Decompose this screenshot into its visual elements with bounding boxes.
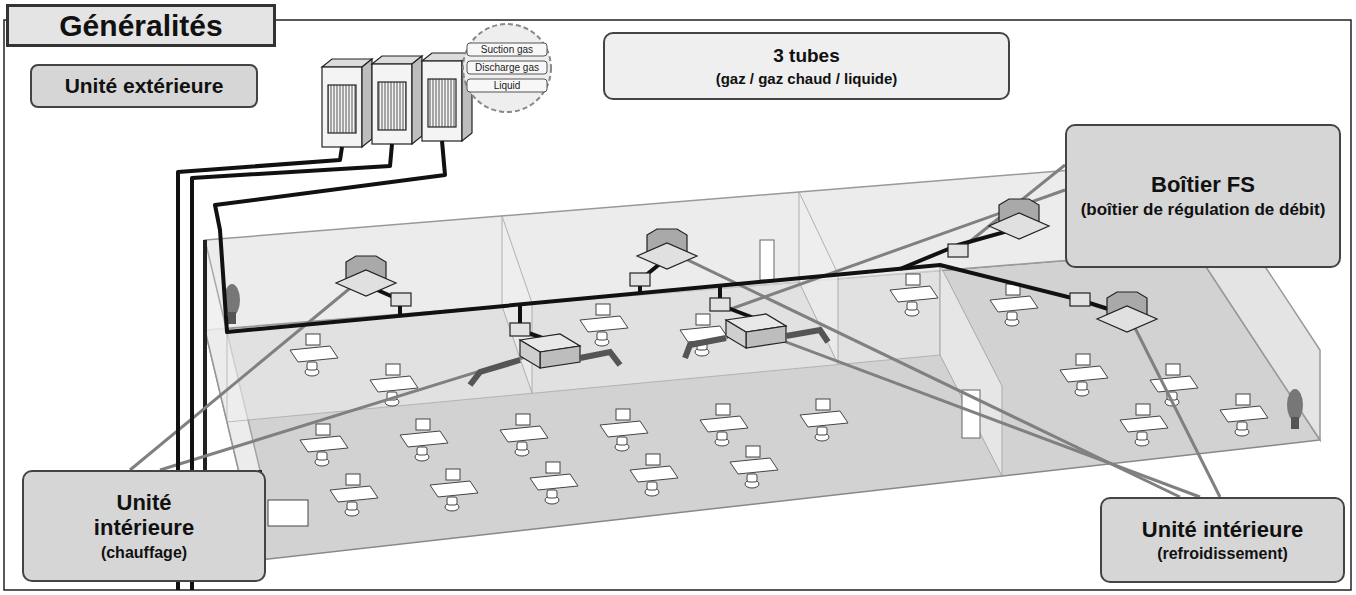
- frame: [4, 20, 1351, 590]
- box-heading: Unité extérieure: [65, 74, 224, 98]
- wall-post: [203, 240, 207, 500]
- plant: [224, 284, 1303, 429]
- fs-boxes: [391, 244, 1090, 336]
- box-heading: 3 tubes: [773, 45, 840, 67]
- section-title: Généralités: [6, 4, 276, 47]
- box-subtitle: (chauffage): [101, 544, 187, 562]
- box-heading: Unité intérieure: [69, 490, 219, 541]
- door: [760, 240, 774, 280]
- pipe-label: Discharge gas: [467, 61, 547, 74]
- label-box: Unité extérieure: [30, 64, 258, 108]
- box-heading: Boîtier FS: [1151, 172, 1255, 197]
- pipe-label: Suction gas: [467, 43, 547, 56]
- pipe-callout: [463, 24, 551, 112]
- label-box: Unité intérieure (chauffage): [22, 470, 266, 582]
- box-subtitle: (gaz / gaz chaud / liquide): [716, 70, 898, 87]
- partition: [940, 265, 1002, 476]
- pipe-label: Liquid: [467, 79, 547, 92]
- refrigerant-pipes: [178, 141, 1127, 590]
- label-box: Unité intérieure (refroidissement): [1100, 497, 1345, 583]
- pipe-section: [467, 43, 547, 92]
- cabinet: [268, 500, 308, 526]
- box-subtitle: (refroidissement): [1157, 545, 1288, 563]
- box-subtitle: (boîtier de régulation de débit): [1081, 200, 1326, 220]
- indoor-units: [336, 199, 1157, 368]
- label-box: Boîtier FS (boîtier de régulation de débi…: [1065, 124, 1341, 268]
- label-box: 3 tubes (gaz / gaz chaud / liquide): [603, 32, 1010, 100]
- leader-lines: [130, 82, 1220, 497]
- outdoor-units: [322, 53, 472, 147]
- ducts: [470, 330, 828, 385]
- box-heading: Unité intérieure: [1142, 517, 1303, 542]
